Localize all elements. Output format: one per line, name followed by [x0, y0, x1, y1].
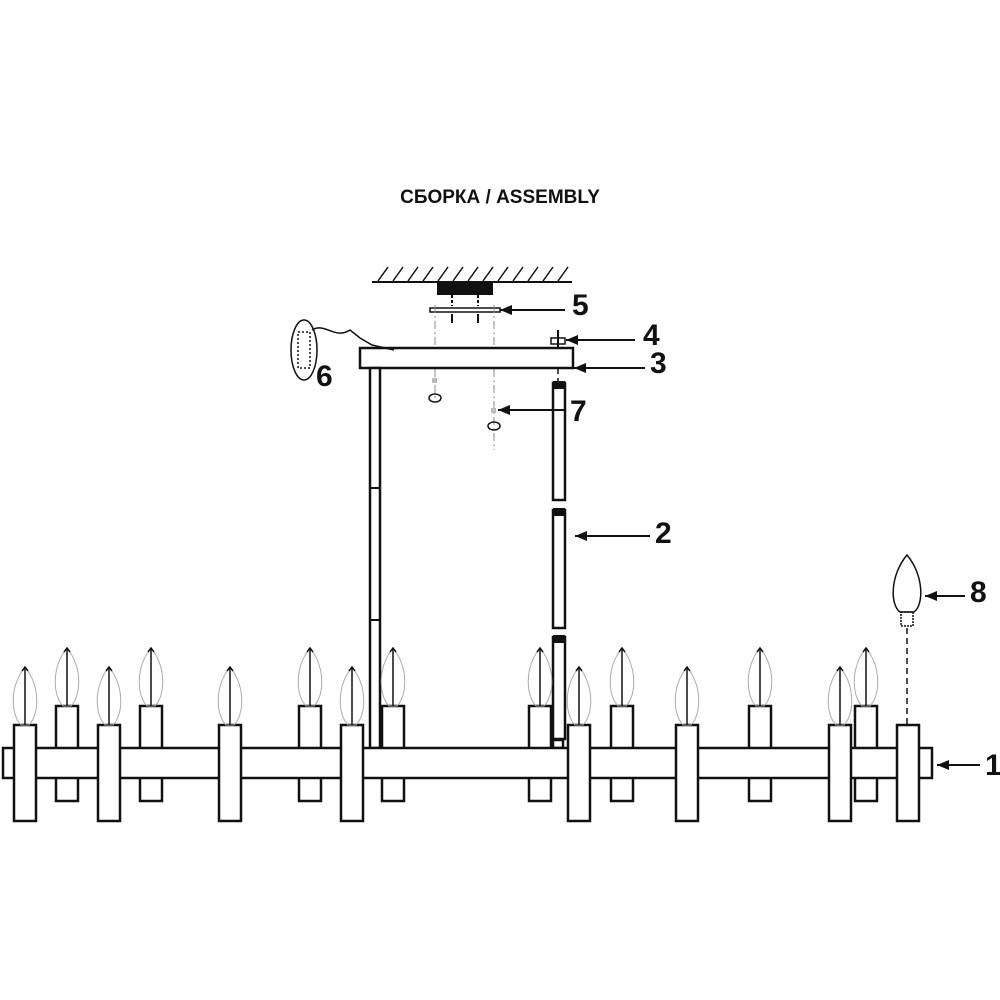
wire-connector	[290, 319, 395, 381]
candle-bulb	[138, 646, 164, 707]
callout-2: 2	[655, 517, 672, 550]
candle-bulb	[747, 646, 773, 707]
canopy	[358, 346, 575, 370]
main-bar	[1, 746, 934, 780]
candle-bulb	[380, 646, 406, 707]
candle-socket	[339, 723, 365, 823]
candle-bulb	[339, 665, 365, 726]
callout-1: 1	[985, 749, 1000, 782]
candle-bulb	[297, 646, 323, 707]
candle-socket	[827, 723, 853, 823]
callout-arrows	[498, 305, 980, 770]
diagram-title: СБОРКА / ASSEMBLY	[400, 187, 600, 208]
candle-socket	[217, 723, 243, 823]
light-bulb	[892, 553, 922, 724]
callout-7: 7	[570, 395, 587, 428]
candle-bulb	[566, 665, 592, 726]
candle-socket	[96, 723, 122, 823]
candle-socket	[674, 723, 700, 823]
callout-5: 5	[572, 289, 589, 322]
candle-bulb	[609, 646, 635, 707]
ceiling	[372, 266, 572, 295]
candle-bulb	[853, 646, 879, 707]
callout-8: 8	[970, 576, 987, 609]
callout-6: 6	[316, 360, 333, 393]
suspension-rods	[551, 381, 567, 750]
candle-bulb	[96, 665, 122, 726]
support-rod	[368, 366, 382, 750]
candle-bulb	[12, 665, 38, 726]
candle-bulb	[527, 646, 553, 707]
candle-bulb	[674, 665, 700, 726]
candle-socket	[566, 723, 592, 823]
candle-socket	[895, 723, 921, 823]
screw-cap-icon	[487, 421, 501, 431]
screw-cap-icon	[428, 393, 442, 403]
candle-bulb	[217, 665, 243, 726]
candle-bulb	[54, 646, 80, 707]
candle-bulb	[827, 665, 853, 726]
callout-4: 4	[643, 319, 660, 352]
candle-socket	[12, 723, 38, 823]
mounting-bracket	[429, 295, 501, 323]
callout-3: 3	[650, 347, 667, 380]
